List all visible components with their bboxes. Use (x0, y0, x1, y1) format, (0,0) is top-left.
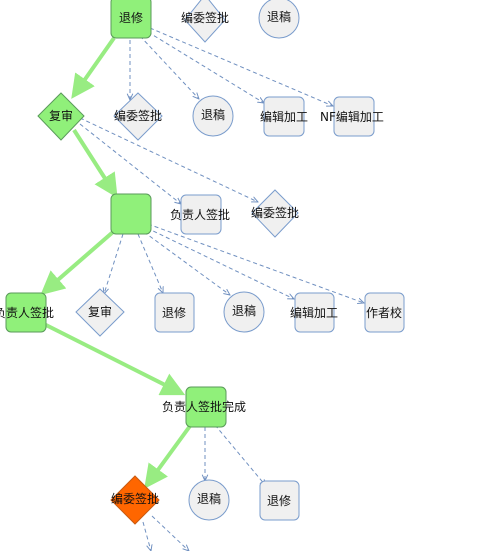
edge-fushen-to-blank (72, 128, 118, 199)
node-label: 退稿 (201, 107, 225, 122)
node-label: 编委签批 (111, 491, 159, 506)
node-label: 负责人签批 (170, 207, 230, 222)
node-bianwei-current[interactable]: 编委签批 (110, 475, 160, 525)
node-label: 编委签批 (114, 108, 162, 123)
node-fushen-opt[interactable]: 复审 (75, 288, 125, 337)
option-edges (79, 27, 364, 551)
node-label: 退修 (162, 305, 186, 320)
node-label: 作者校 (366, 305, 402, 320)
node-label: 负责人签批 (0, 305, 54, 320)
node-bianwei-2[interactable]: 编委签批 (113, 92, 163, 141)
node-label: 退稿 (197, 491, 221, 506)
node-label: 退稿 (267, 9, 291, 24)
flow-edges (40, 36, 192, 489)
node-tuixiu-6[interactable]: 退修 (259, 480, 300, 521)
node-label: 复审 (88, 304, 112, 319)
node-label: 退稿 (232, 303, 256, 318)
node-bianwei-3[interactable]: 编委签批 (251, 189, 299, 238)
node-tuixiu-top[interactable]: 退修 (110, 0, 152, 39)
node-label: 编委签批 (251, 205, 299, 220)
node-bianji-4[interactable]: 编辑加工 (290, 292, 338, 333)
node-bianji-2[interactable]: 编辑加工 (260, 96, 308, 137)
node-tuigao-6[interactable]: 退稿 (188, 479, 230, 521)
node-zuozhejiao[interactable]: 作者校 (364, 292, 405, 333)
node-tuigao-4[interactable]: 退稿 (223, 291, 265, 333)
node-fuzeren-done[interactable]: 负责人签批完成 (162, 386, 246, 428)
node-bianwei-top[interactable]: 编委签批 (181, 0, 229, 43)
node-tuigao-2[interactable]: 退稿 (192, 95, 234, 137)
node-label: 负责人签批完成 (162, 399, 246, 414)
node-fuzeren-opt[interactable]: 负责人签批 (170, 194, 230, 235)
edge-blank-to-fuzeren (40, 230, 115, 296)
node-label: 编辑加工 (290, 305, 338, 320)
node-label: NF编辑加工 (320, 109, 384, 124)
node-label: 退修 (267, 493, 291, 508)
node-tuigao-top[interactable]: 退稿 (258, 0, 300, 39)
edge-done-to-bianwei-cur (144, 424, 192, 489)
node-label: 退修 (119, 10, 143, 25)
node-label: 复审 (49, 108, 73, 123)
node-label: 编委签批 (181, 10, 229, 25)
node-tuixiu-4[interactable]: 退修 (154, 292, 195, 333)
node-nf-bianji[interactable]: NF编辑加工 (320, 96, 384, 137)
node-blank[interactable] (110, 193, 152, 235)
edge-tuixiu-to-fushen (71, 36, 116, 99)
node-label: 编辑加工 (260, 109, 308, 124)
node-fushen[interactable]: 复审 (37, 92, 85, 141)
node-fuzeren[interactable]: 负责人签批 (0, 292, 54, 333)
edge-fuzeren-to-done (43, 322, 186, 396)
